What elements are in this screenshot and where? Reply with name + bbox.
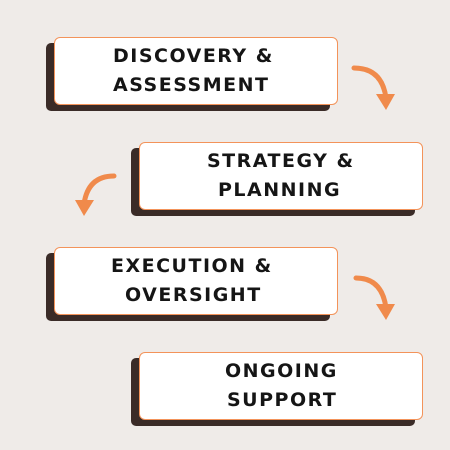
step-box: DISCOVERY & ASSESSMENT: [54, 37, 338, 105]
step-label-line-1: DISCOVERY &: [113, 45, 274, 67]
step-box: STRATEGY & PLANNING: [139, 142, 423, 210]
curved-arrow-right-down-icon: [351, 65, 395, 110]
step-box: ONGOING SUPPORT: [139, 352, 423, 420]
step-ongoing-support: ONGOING SUPPORT: [131, 352, 423, 426]
curved-arrow-left-down-icon: [75, 173, 117, 216]
step-execution-oversight: EXECUTION & OVERSIGHT: [46, 247, 338, 321]
step-label-line-2: PLANNING: [218, 179, 342, 201]
step-label-line-2: OVERSIGHT: [125, 284, 262, 306]
step-label-line-1: EXECUTION &: [111, 255, 273, 277]
curved-arrow-right-down-icon: [353, 275, 395, 320]
step-label-line-2: SUPPORT: [227, 389, 338, 411]
step-label-line-2: ASSESSMENT: [113, 74, 270, 96]
step-box: EXECUTION & OVERSIGHT: [54, 247, 338, 315]
step-discovery-assessment: DISCOVERY & ASSESSMENT: [46, 37, 338, 111]
step-label-line-1: ONGOING: [225, 360, 338, 382]
step-label-line-1: STRATEGY &: [207, 150, 355, 172]
step-strategy-planning: STRATEGY & PLANNING: [131, 142, 423, 216]
